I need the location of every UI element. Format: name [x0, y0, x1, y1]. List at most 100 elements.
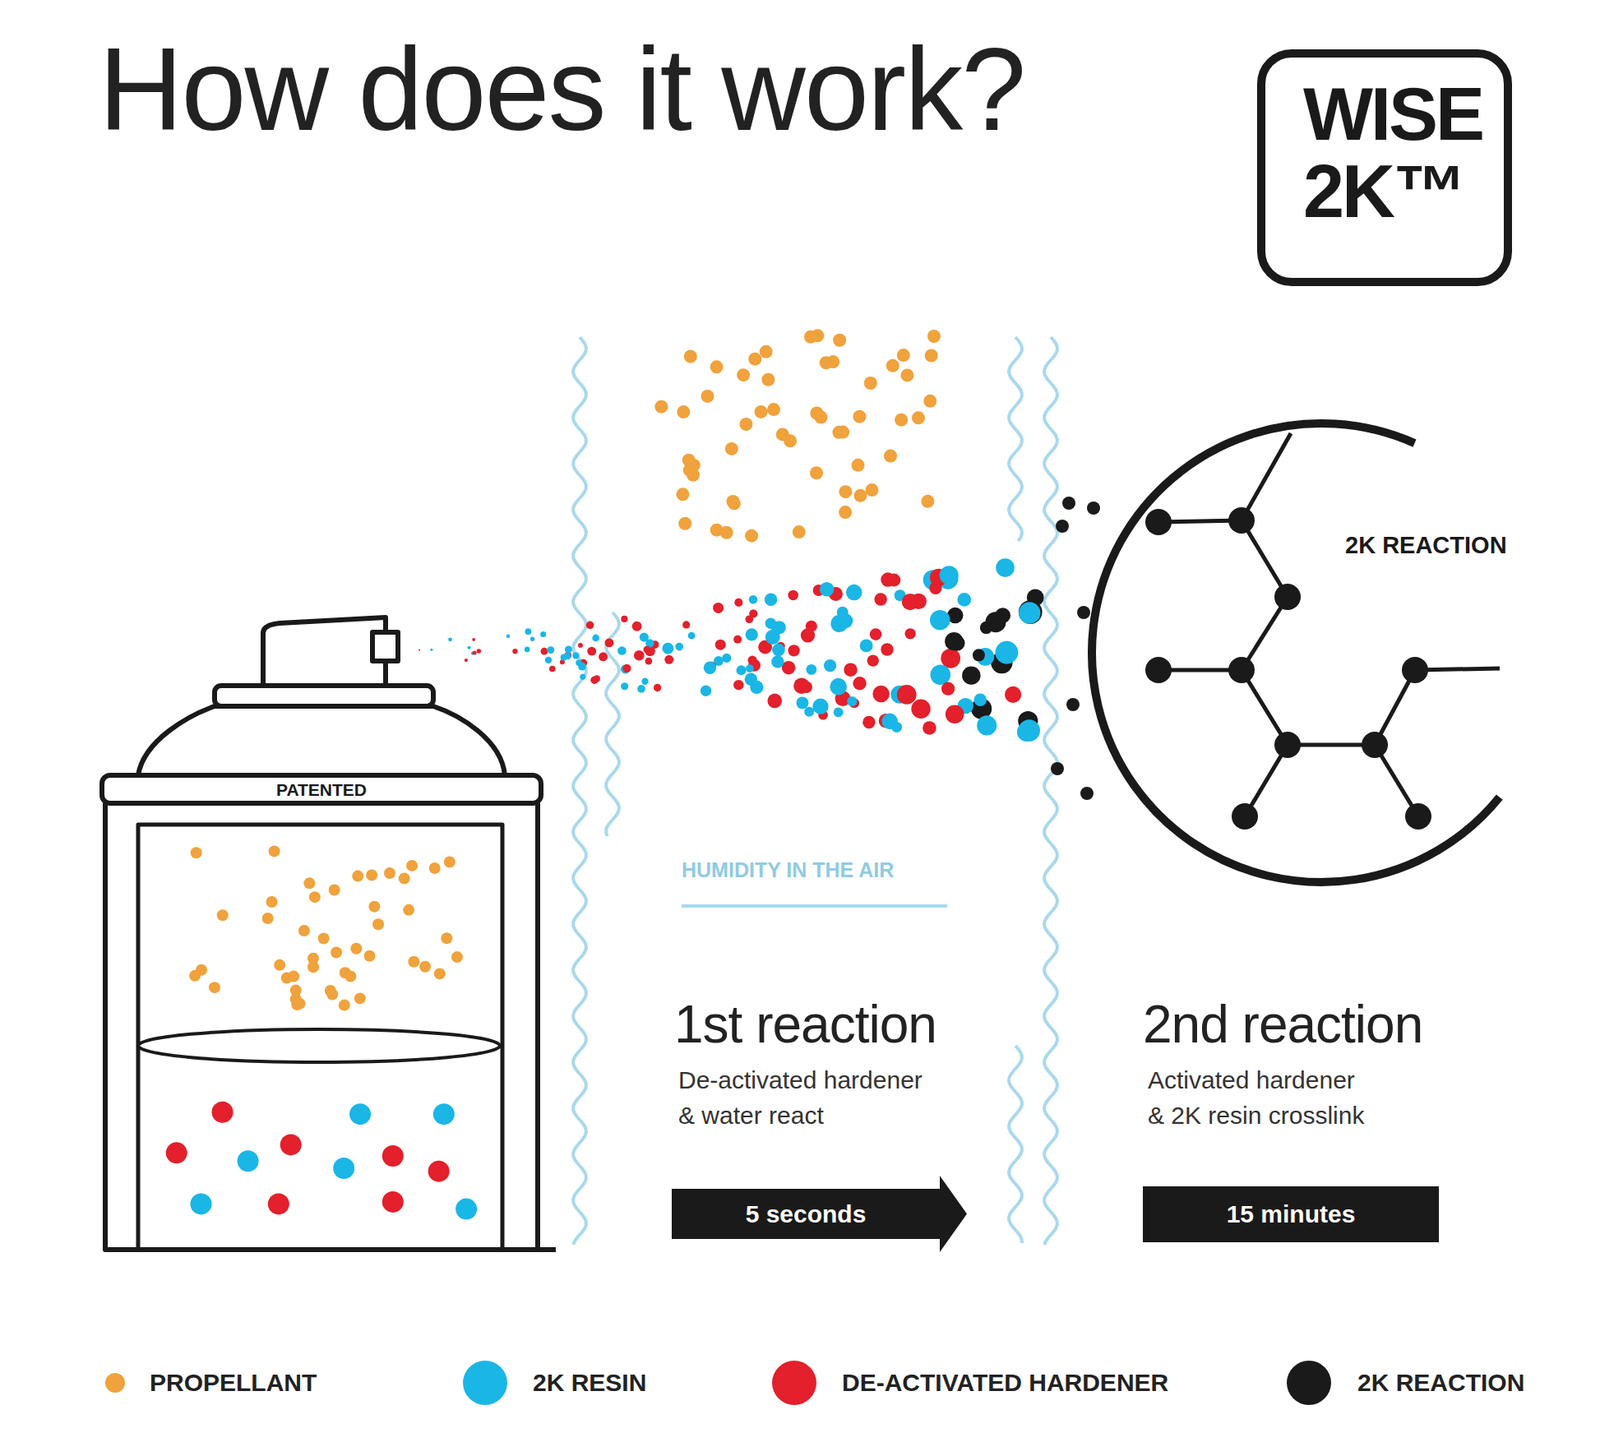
particle: [712, 602, 724, 614]
legend-swatch: [772, 1360, 817, 1406]
particle: [328, 884, 341, 897]
particle: [654, 400, 668, 414]
particle: [1086, 501, 1101, 515]
particle: [865, 483, 879, 497]
molecule-atom: [1145, 656, 1172, 684]
particle: [586, 621, 594, 629]
particle: [739, 417, 753, 431]
particle: [872, 685, 889, 703]
particle: [661, 642, 674, 655]
particle: [725, 442, 739, 456]
particle: [860, 638, 874, 653]
particle: [189, 970, 201, 982]
particle: [418, 649, 421, 652]
particle: [676, 405, 690, 419]
particle: [819, 582, 834, 597]
particle: [805, 664, 817, 676]
particle: [365, 869, 378, 881]
particle: [350, 943, 362, 955]
particle: [434, 967, 446, 980]
particle: [572, 652, 579, 659]
molecule-atom: [1274, 731, 1301, 759]
particle: [897, 348, 911, 362]
particle: [591, 634, 600, 643]
particle: [886, 359, 900, 373]
particle: [980, 621, 993, 634]
particle: [800, 628, 815, 643]
particle: [897, 684, 917, 705]
humidity-label: HUMIDITY IN THE AIR: [681, 857, 894, 883]
particle: [894, 413, 908, 427]
particle: [853, 489, 867, 503]
particle: [273, 959, 286, 972]
particle: [733, 635, 742, 644]
particle: [430, 648, 433, 652]
particle: [900, 368, 914, 382]
particle: [354, 992, 366, 1004]
particle: [710, 360, 724, 374]
molecule-atom: [1228, 507, 1255, 534]
particle: [338, 999, 351, 1012]
particle: [564, 645, 573, 653]
particle: [832, 333, 847, 347]
particle: [1050, 762, 1064, 776]
particle: [923, 394, 937, 408]
particle: [749, 609, 758, 618]
particle: [972, 648, 985, 662]
particle: [587, 647, 597, 657]
circle-arc: [1091, 423, 1500, 883]
humidity-wave: [1008, 337, 1022, 542]
particle: [682, 620, 690, 629]
particle: [451, 951, 463, 963]
humidity-wave: [1008, 1045, 1022, 1244]
particle: [939, 565, 959, 585]
particle: [641, 678, 648, 685]
particle: [973, 693, 987, 707]
can-inner-wall: [138, 824, 503, 1250]
particle: [852, 676, 866, 690]
particle: [941, 682, 955, 696]
particle: [771, 655, 784, 668]
particle: [307, 952, 320, 965]
can-dome: [138, 706, 505, 776]
particle: [287, 971, 300, 983]
particle: [787, 590, 799, 602]
particle: [800, 680, 813, 694]
particle: [748, 352, 762, 366]
particle: [1004, 686, 1022, 703]
particle: [575, 659, 582, 666]
molecule-bond: [1241, 520, 1288, 597]
particle: [812, 698, 828, 715]
particle: [351, 870, 364, 883]
particle: [237, 1150, 259, 1172]
particle: [772, 643, 786, 657]
particle: [633, 650, 645, 662]
molecule-atom: [1405, 803, 1432, 830]
particle: [472, 650, 477, 655]
logo-box: WISE2K™: [1257, 49, 1513, 287]
particle: [564, 652, 571, 660]
particle: [339, 966, 352, 979]
particle: [407, 956, 420, 968]
particle: [744, 529, 759, 543]
step-heading: 2nd reaction: [1142, 998, 1423, 1051]
particle: [549, 665, 556, 673]
particle: [372, 918, 384, 930]
particle: [836, 425, 850, 440]
duration-arrow: 5 seconds: [671, 1175, 967, 1253]
particle: [598, 652, 608, 662]
particle: [208, 981, 221, 994]
duration-text-holder: 15 minutes: [1142, 1186, 1439, 1243]
particle: [622, 664, 631, 673]
particle: [1066, 698, 1080, 712]
particle: [642, 646, 651, 654]
spray-can: [101, 617, 556, 1250]
particle: [703, 661, 717, 675]
particle: [540, 631, 546, 638]
liquid-surface: [138, 1029, 500, 1063]
molecule-atom: [1274, 583, 1301, 611]
particle: [309, 891, 321, 903]
step-description: Activated hardener & 2K resin crosslink: [1147, 1062, 1372, 1133]
particle: [837, 613, 853, 629]
particle: [851, 458, 865, 472]
